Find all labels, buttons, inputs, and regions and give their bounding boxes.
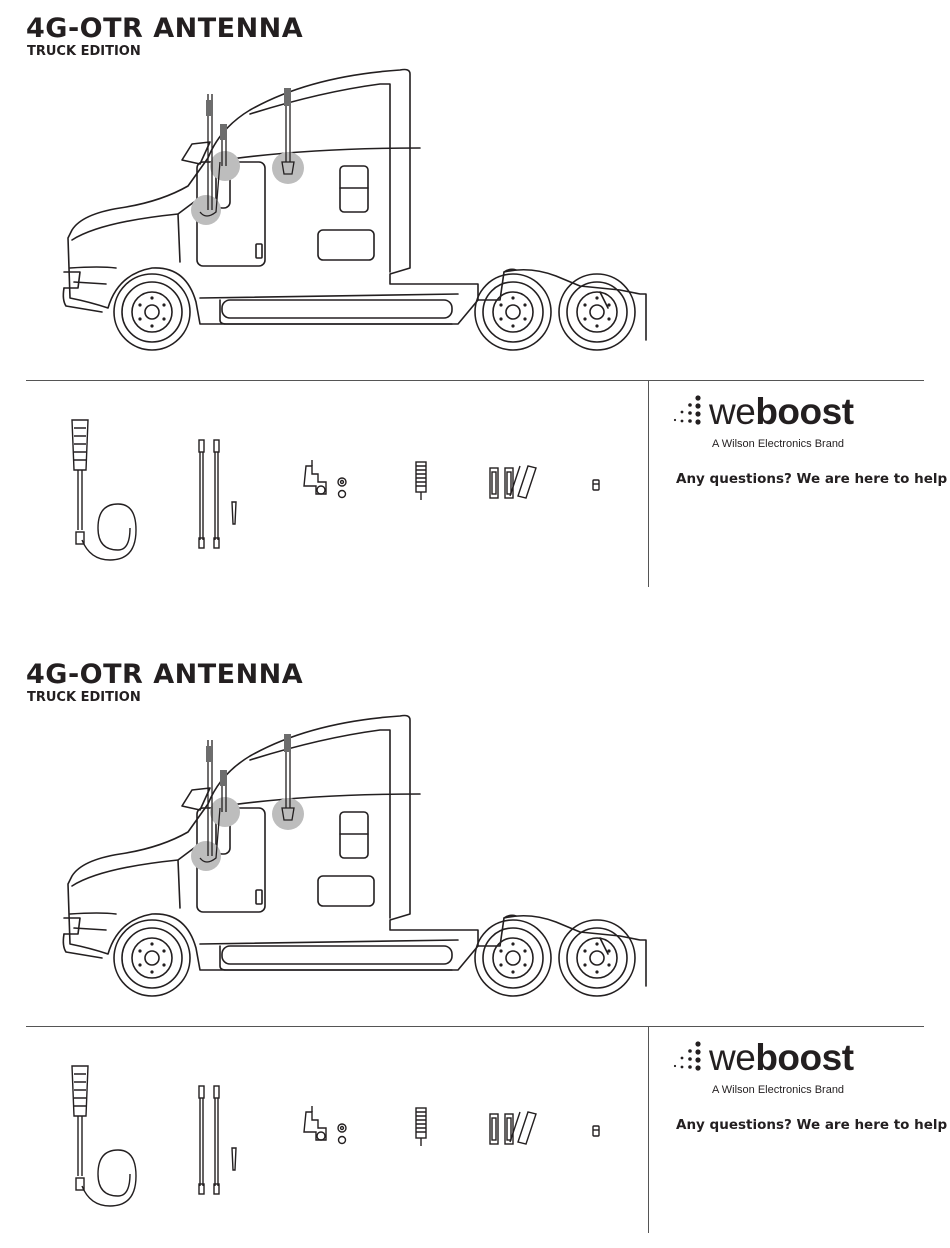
spring-icon [416,462,426,500]
brand-we: we [709,1037,755,1078]
connector-cap-icon [593,480,599,490]
truck-illustration [60,708,660,1003]
product-title: 4G-OTR ANTENNA [26,660,303,690]
product-title: 4G-OTR ANTENNA [26,14,303,44]
weboost-logo: weboost A Wilson Electronics Brand [672,1038,872,1100]
weboost-dots-icon [672,394,706,428]
product-subtitle: TRUCK EDITION [27,45,141,59]
antenna-mast-icon [199,1086,236,1194]
brand-wordmark: weboost [709,1036,854,1080]
kit-contents [40,1046,640,1226]
divider-horizontal [26,1026,924,1027]
brand-boost: boost [755,1037,853,1078]
truck-illustration [60,62,660,357]
shim-plates-icon [490,466,536,498]
brand-tagline: A Wilson Electronics Brand [712,1083,844,1097]
brand-wordmark: weboost [709,390,854,434]
help-text: Any questions? We are here to help [676,1116,947,1134]
product-subtitle: TRUCK EDITION [27,691,141,705]
connector-cap-icon [593,1126,599,1136]
divider-vertical [648,1027,649,1233]
spring-icon [416,1108,426,1146]
brand-we: we [709,391,755,432]
product-panel-1: 4G-OTR ANTENNA TRUCK EDITION [0,0,950,600]
shim-plates-icon [490,1112,536,1144]
weboost-logo: weboost A Wilson Electronics Brand [672,392,872,454]
help-text: Any questions? We are here to help [676,470,947,488]
antenna-mast-icon [199,440,236,548]
brand-tagline: A Wilson Electronics Brand [712,437,844,451]
antenna-with-cable-icon [72,420,136,560]
divider-horizontal [26,380,924,381]
kit-contents [40,400,640,580]
product-panel-2: 4G-OTR ANTENNA TRUCK EDITION [0,646,950,1246]
divider-vertical [648,381,649,587]
weboost-dots-icon [672,1040,706,1074]
antenna-with-cable-icon [72,1066,136,1206]
brand-boost: boost [755,391,853,432]
mirror-mount-bracket-icon [304,1106,346,1144]
mirror-mount-bracket-icon [304,460,346,498]
